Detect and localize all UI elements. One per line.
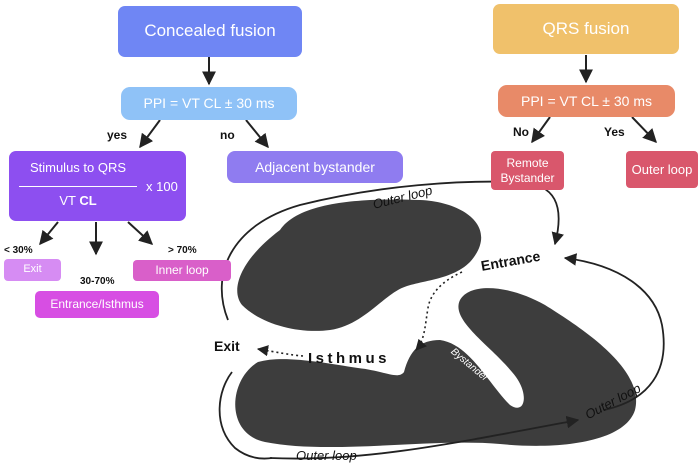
outer-loop-bottom-path <box>269 415 580 460</box>
outer-loop-box: Outer loop <box>626 151 698 188</box>
arrow-ppi-to-stimulus <box>139 119 161 149</box>
arrow-ppi-to-adjacent <box>245 119 269 149</box>
ppi-box-left: PPI = VT CL ± 30 ms <box>121 87 297 120</box>
lower-scar <box>235 288 637 448</box>
remote-bystander-box: Remote Bystander <box>491 151 564 190</box>
stimulus-denominator-vt: VT <box>59 192 80 208</box>
stimulus-fraction: Stimulus to QRS VT CL <box>19 160 137 208</box>
isthmus-dotted-path <box>256 345 304 357</box>
no-label-right: No <box>513 125 529 139</box>
adjacent-bystander-label: Adjacent bystander <box>255 158 375 175</box>
stimulus-denominator-cl: CL <box>79 192 97 208</box>
yes-label-left: yes <box>107 128 128 142</box>
remote-bystander-line2: Bystander <box>500 170 555 185</box>
isthmus-label: Isthmus <box>308 350 391 367</box>
upper-scar <box>237 199 482 331</box>
concealed-fusion-label: Concealed fusion <box>144 21 276 41</box>
outer-loop-right-path <box>563 253 665 411</box>
outer-loop-box-label: Outer loop <box>631 161 693 177</box>
outer-loop-left-path <box>218 371 273 460</box>
times-100-label: x 100 <box>146 179 178 194</box>
mid-range-label: 30-70% <box>80 276 115 287</box>
outer-loop-top-path <box>220 180 564 321</box>
entrance-dotted-path <box>415 271 463 351</box>
exit-circuit-label: Exit <box>214 338 240 354</box>
exit-box: Exit <box>4 259 61 281</box>
arrow-ppi-to-remote <box>531 116 551 144</box>
entrance-isthmus-box: Entrance/Isthmus <box>35 291 159 318</box>
stimulus-ratio-box: Stimulus to QRS VT CL x 100 <box>9 151 186 221</box>
concealed-fusion-box: Concealed fusion <box>118 6 302 57</box>
inner-loop-label: Inner loop <box>155 263 209 278</box>
stimulus-numerator: Stimulus to QRS <box>29 160 127 175</box>
qrs-fusion-label: QRS fusion <box>542 18 630 38</box>
stimulus-denominator: VT CL <box>19 193 137 209</box>
remote-bystander-line1: Remote <box>506 156 549 171</box>
no-label-left: no <box>220 128 235 142</box>
ppi-left-label: PPI = VT CL ± 30 ms <box>143 95 275 112</box>
entrance-isthmus-label: Entrance/Isthmus <box>50 297 144 312</box>
lt30-label: < 30% <box>4 245 33 256</box>
exit-box-label: Exit <box>23 263 42 276</box>
gt70-label: > 70% <box>168 245 197 256</box>
arrow-stimulus-to-exit <box>39 221 59 246</box>
ppi-box-right: PPI = VT CL ± 30 ms <box>498 85 675 117</box>
ppi-right-label: PPI = VT CL ± 30 ms <box>520 92 652 109</box>
fraction-bar <box>19 185 137 187</box>
adjacent-bystander-box: Adjacent bystander <box>227 151 403 183</box>
arrow-stimulus-to-inner <box>127 221 154 245</box>
outer-loop-bottom-label: Outer loop <box>296 448 357 463</box>
arrow-ppi-to-outer <box>631 116 657 144</box>
yes-label-right: Yes <box>604 125 625 139</box>
inner-loop-box: Inner loop <box>133 260 231 281</box>
qrs-fusion-box: QRS fusion <box>493 4 679 54</box>
